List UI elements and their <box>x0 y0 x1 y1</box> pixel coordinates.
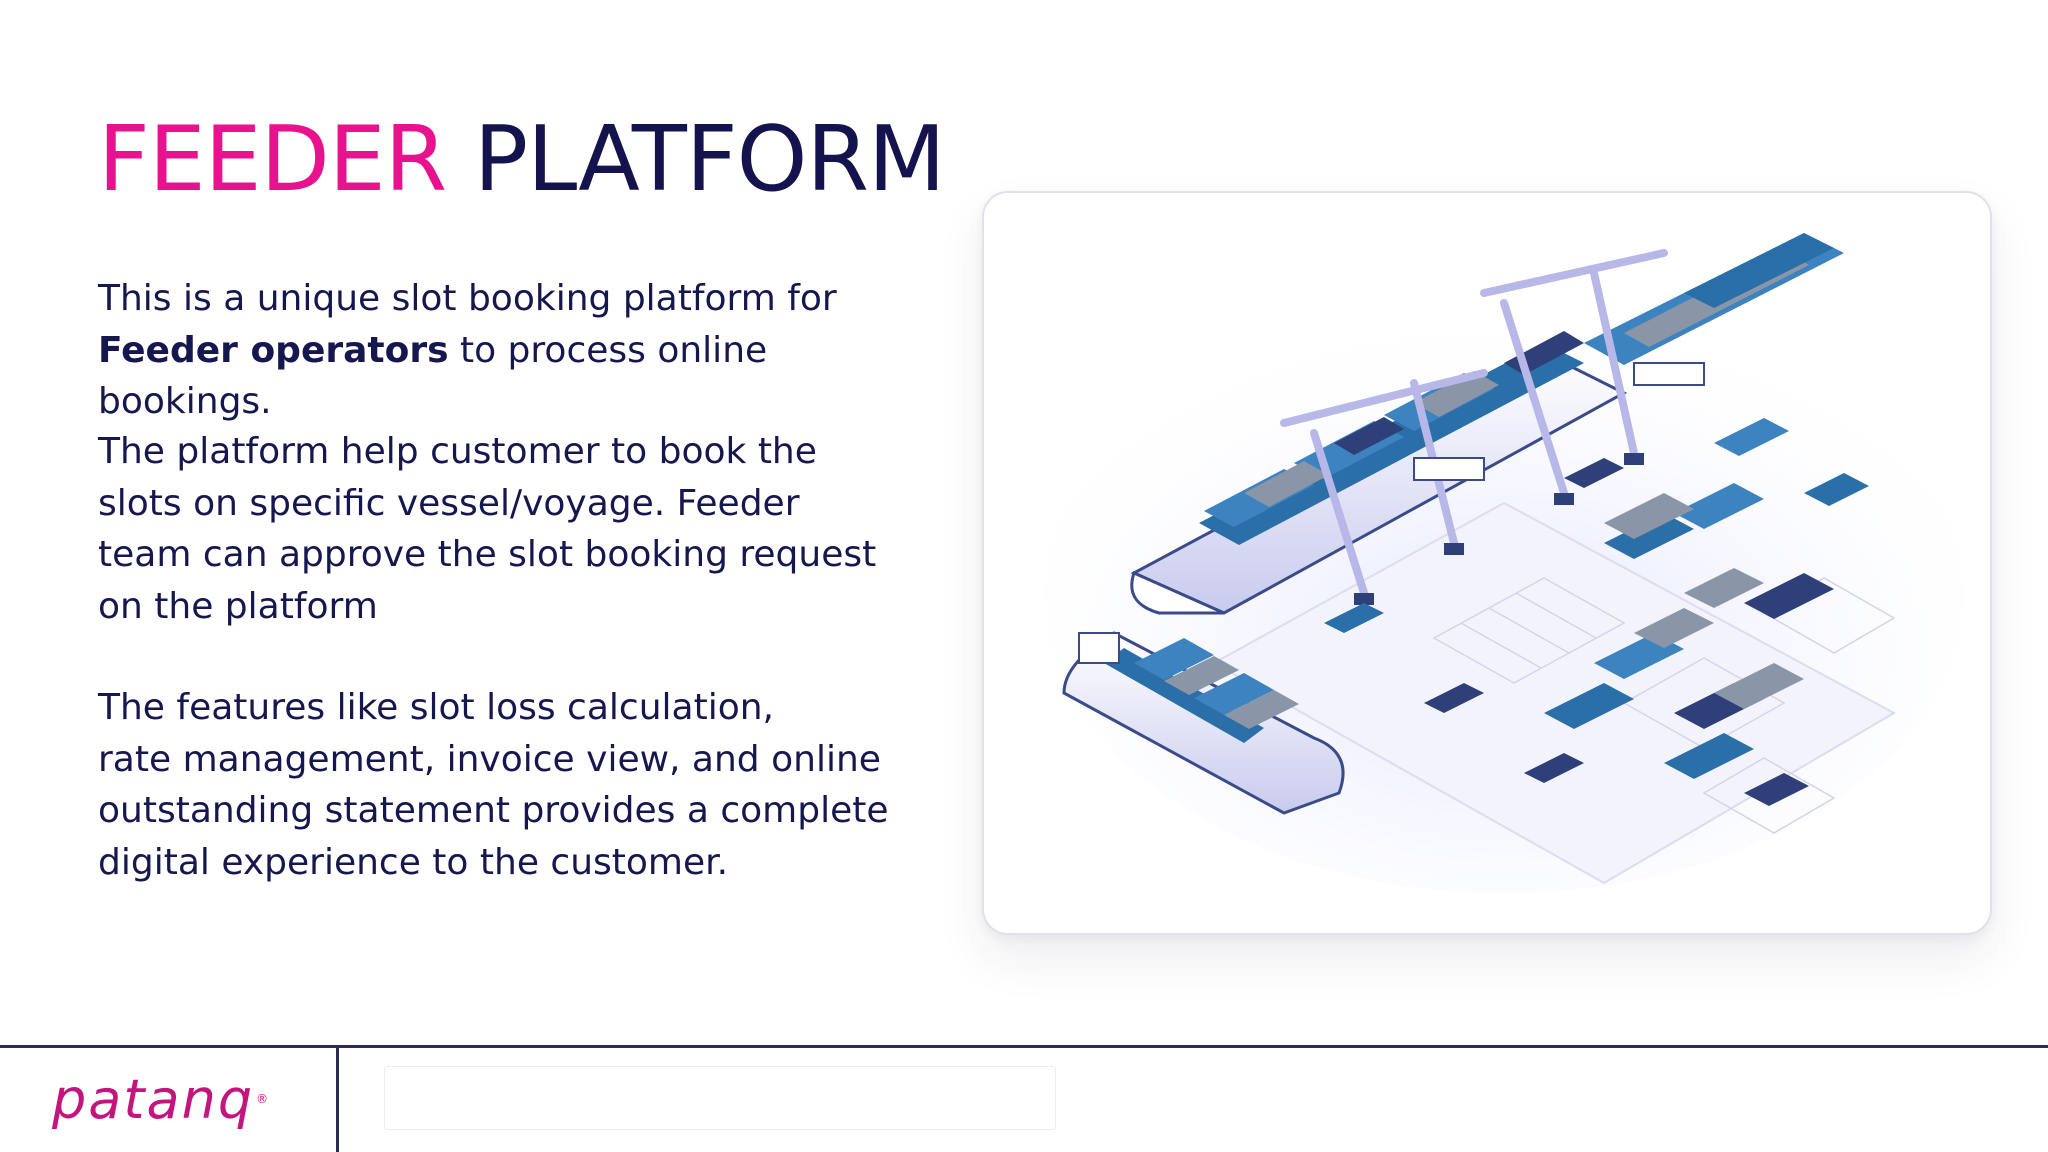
title-accent: FEEDER <box>98 107 447 212</box>
features-rest: rate management, invoice view, and onlin… <box>98 738 889 883</box>
title-main: PLATFORM <box>473 107 946 212</box>
illustration-card <box>982 191 1992 935</box>
footer-vertical-divider <box>336 1046 339 1152</box>
slide-title: FEEDER PLATFORM <box>98 107 946 212</box>
intro-rest: to process online bookings. <box>98 329 768 423</box>
port-container-ships-illustration-icon <box>1044 233 1964 893</box>
features-paragraph: The features like slot loss calculation,… <box>98 682 898 888</box>
footer-empty-box <box>384 1066 1056 1130</box>
intro-line: This is a unique slot booking platform f… <box>98 278 837 319</box>
features-line: The features like slot loss calculation, <box>98 687 774 728</box>
footer-divider-line <box>0 1045 2048 1048</box>
logo-text: patanq <box>52 1067 255 1131</box>
logo-registered-mark: ® <box>256 1092 271 1106</box>
intro-bold-text: Feeder operators <box>98 329 449 371</box>
patanq-logo: patanq® <box>52 1064 282 1134</box>
intro-paragraph: This is a unique slot booking platform f… <box>98 273 898 428</box>
platform-paragraph: The platform help customer to book the s… <box>98 431 877 627</box>
